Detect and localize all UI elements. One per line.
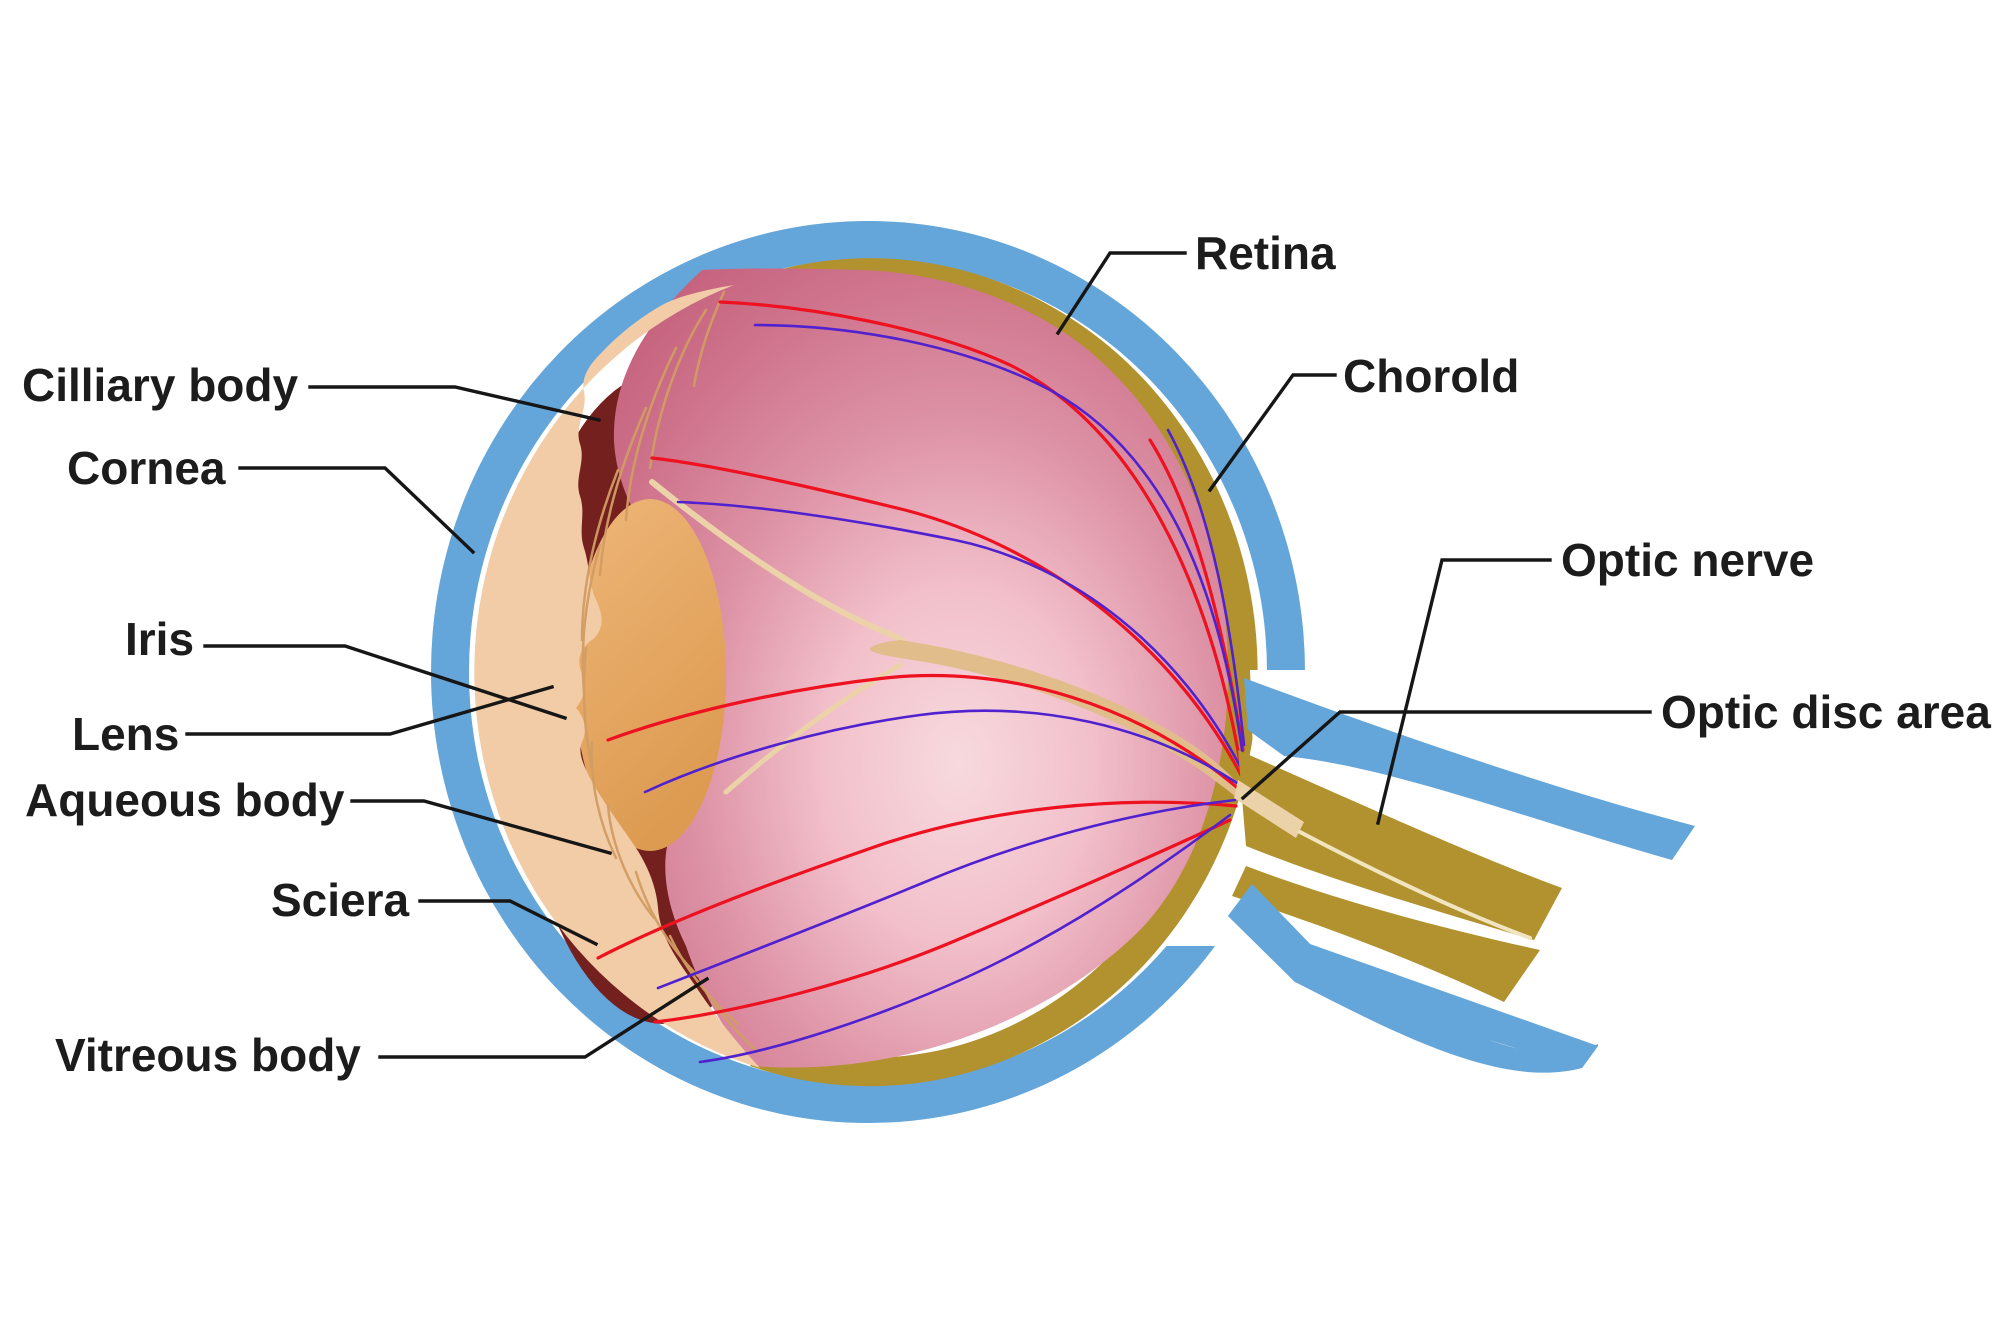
ciliary-fiber-lines xyxy=(580,290,760,1054)
leader-cornea xyxy=(238,466,476,555)
label-optic-nerve: Optic nerve xyxy=(1561,534,1814,586)
leader-retina xyxy=(1055,251,1187,336)
optic-nerve-shape xyxy=(1238,750,1562,940)
hyaloid-tail-upper xyxy=(649,479,908,645)
lens-shape xyxy=(574,499,726,851)
label-iris: Iris xyxy=(125,613,194,665)
optic-nerve-sheath-upper xyxy=(1244,678,1695,860)
label-optic-disc-area: Optic disc area xyxy=(1661,686,1991,738)
label-sciera: Sciera xyxy=(271,874,410,926)
vitreous-body-shape xyxy=(613,268,1228,1068)
optic-nerve-center-line xyxy=(1298,830,1532,940)
leader-optic-disc-area xyxy=(1240,710,1652,801)
label-retina: Retina xyxy=(1195,227,1336,279)
label-vitreous-body: Vitreous body xyxy=(55,1029,361,1081)
optic-nerve-lower-band xyxy=(1232,866,1540,1002)
leader-sciera xyxy=(418,899,599,947)
leader-lines xyxy=(185,251,1652,1059)
label-aqueous-body: Aqueous body xyxy=(25,774,345,826)
label-lens: Lens xyxy=(72,708,179,760)
leader-lens xyxy=(185,684,555,736)
optic-disc-sliver xyxy=(1234,780,1304,838)
leader-optic-nerve xyxy=(1375,558,1552,826)
leader-cilliary-body xyxy=(308,385,602,423)
leader-vitreous-body xyxy=(378,976,710,1059)
labels: Cilliary body Cornea Iris Lens Aqueous b… xyxy=(22,227,1991,1081)
ciliary-body-shape xyxy=(474,285,760,1068)
retinal-vessels-violet xyxy=(643,323,1246,1064)
label-cilliary-body: Cilliary body xyxy=(22,359,298,411)
label-cornea: Cornea xyxy=(67,442,226,494)
label-chorold: Chorold xyxy=(1343,350,1519,402)
leader-chorold xyxy=(1207,373,1337,493)
hyaloid-canal xyxy=(870,640,1240,800)
leader-iris xyxy=(203,644,568,721)
optic-nerve-sheath-lower-fix xyxy=(1228,884,1598,1068)
leader-aqueous-body xyxy=(350,799,613,856)
